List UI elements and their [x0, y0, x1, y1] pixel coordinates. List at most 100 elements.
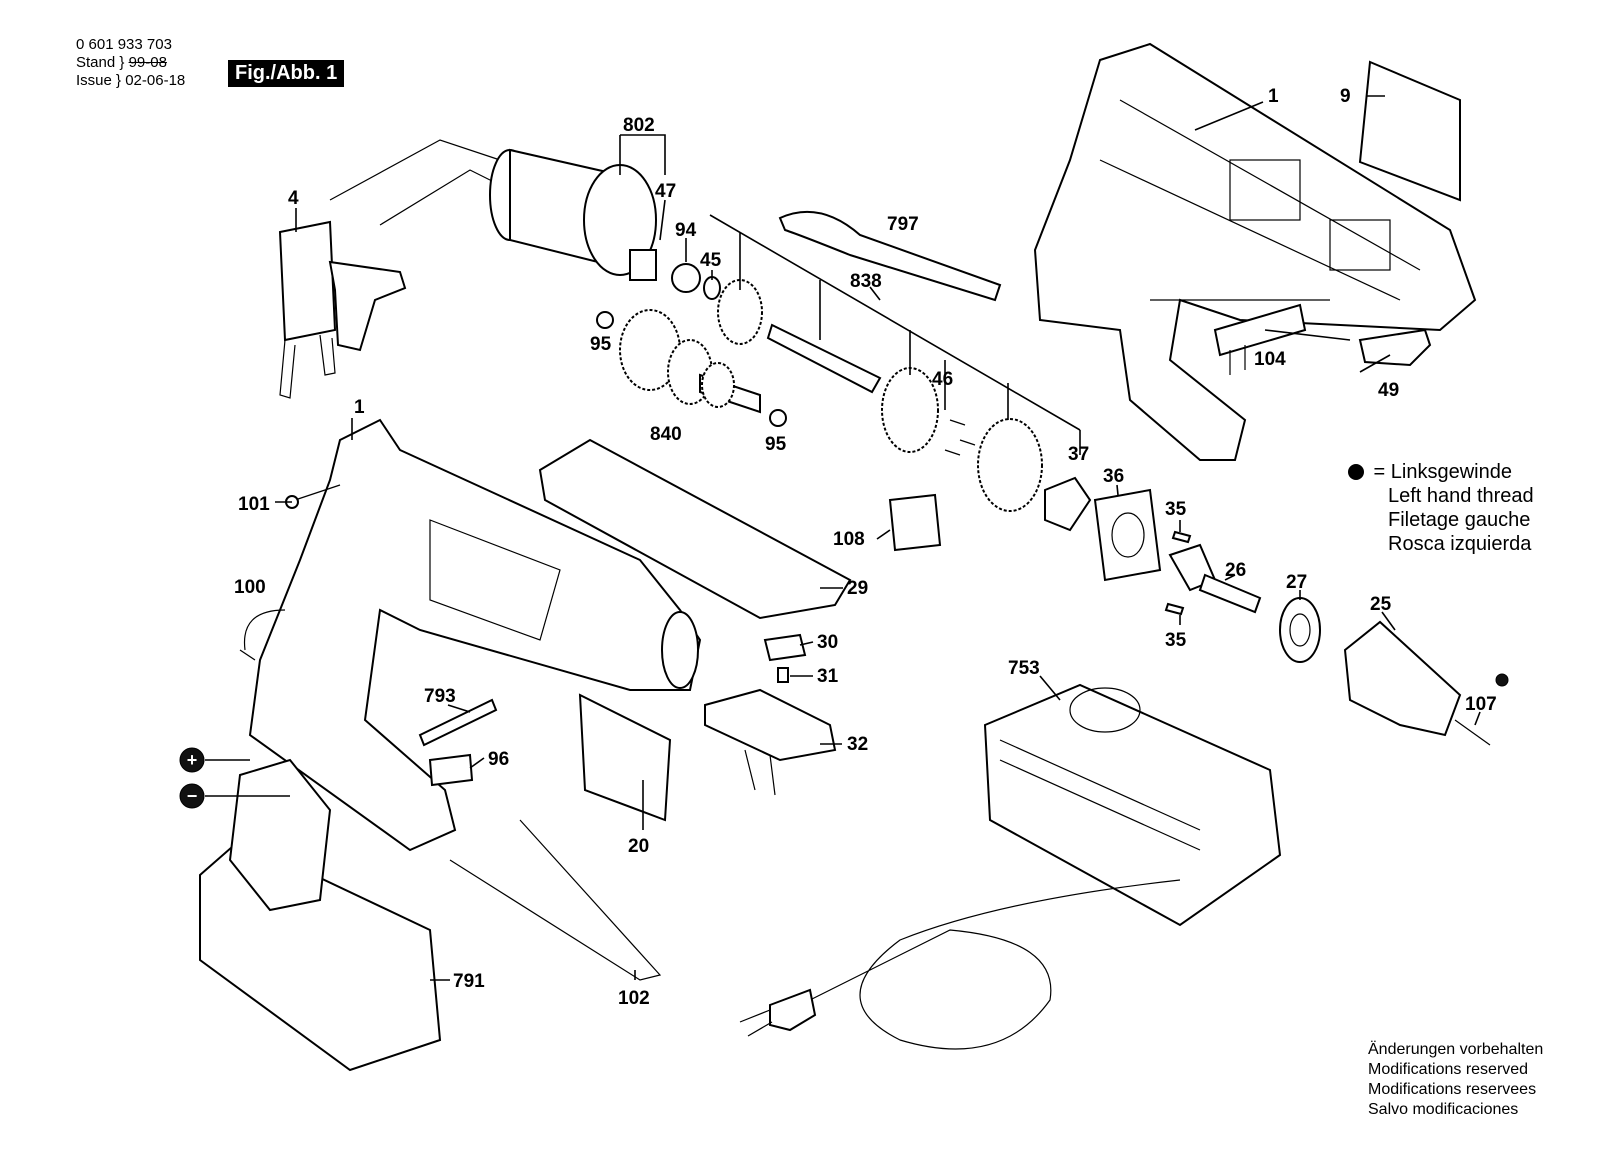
- legend-line-de: Linksgewinde: [1390, 461, 1512, 483]
- callout-49: 49: [1378, 380, 1399, 401]
- callout-753: 753: [1008, 658, 1040, 679]
- callout-95-b: 95: [765, 434, 787, 455]
- callout-101: 101: [238, 494, 270, 515]
- callout-95-a: 95: [590, 334, 612, 355]
- note-de: Änderungen vorbehalten: [1368, 1041, 1544, 1058]
- callout-108: 108: [833, 529, 865, 550]
- power-cord: [809, 879, 1181, 1050]
- callout-840: 840: [650, 424, 682, 445]
- callout-1-top: 1: [1268, 86, 1279, 107]
- callout-9: 9: [1340, 86, 1351, 107]
- header-block: 0 601 933 703 Stand } 99-08 Issue } 02-0…: [76, 36, 185, 90]
- callout-36: 36: [1103, 466, 1124, 487]
- stand-label: Stand: [76, 54, 116, 71]
- bearing-27: [1279, 597, 1321, 663]
- drive-37: [1044, 476, 1092, 532]
- gear-46-a: [881, 367, 939, 453]
- ball-95-b: [769, 409, 787, 427]
- polarity-plus-icon: +: [179, 747, 205, 773]
- stand-row: Stand } 99-08: [76, 54, 167, 71]
- label-20: [578, 693, 672, 822]
- gear-840-shaft: [699, 362, 761, 414]
- screw-107: [1454, 673, 1509, 746]
- callout-26: 26: [1225, 560, 1246, 581]
- minus-sign: −: [187, 786, 198, 806]
- latch-96: [428, 753, 474, 787]
- contact-30: [763, 633, 807, 662]
- charger-753: [983, 683, 1282, 927]
- motor-802: [329, 139, 657, 281]
- bushing-94: [671, 263, 701, 293]
- pins-46: [944, 419, 976, 456]
- callout-102: 102: [618, 988, 650, 1009]
- spindle-838: [766, 323, 882, 394]
- pin-35-b: [1164, 602, 1185, 616]
- housing-half-left: [248, 418, 702, 852]
- legend-line-en: Left hand thread: [1388, 485, 1534, 507]
- spring-100: [239, 609, 286, 661]
- battery-cover-29: [538, 438, 852, 620]
- callout-1-left: 1: [354, 397, 365, 418]
- callout-838: 838: [850, 271, 882, 292]
- callout-791: 791: [453, 971, 485, 992]
- callout-35-a: 35: [1165, 499, 1187, 520]
- switch-plate-104: [1213, 303, 1307, 375]
- legend-equals: =: [1368, 461, 1391, 483]
- callout-802: 802: [623, 115, 655, 136]
- callout-47: 47: [655, 181, 676, 202]
- part-number: 0 601 933 703: [76, 36, 172, 53]
- wire-clip-102: [449, 819, 662, 981]
- modification-notes: Änderungen vorbehalten Modifications res…: [1368, 1040, 1543, 1120]
- stand-value: 99-08: [128, 54, 167, 71]
- callout-25: 25: [1370, 594, 1392, 615]
- callout-797: 797: [887, 214, 919, 235]
- gear-46-b: [977, 418, 1043, 512]
- note-fr: Modifications reservees: [1368, 1081, 1537, 1098]
- hand-strap-797: [778, 210, 1002, 302]
- callout-27: 27: [1286, 572, 1307, 593]
- housing-half-right: [1033, 42, 1477, 461]
- note-es: Salvo modificaciones: [1368, 1101, 1519, 1118]
- washer-45: [703, 276, 721, 300]
- issue-label: Issue: [76, 72, 112, 89]
- callout-4: 4: [288, 188, 299, 209]
- callout-793: 793: [424, 686, 456, 707]
- callout-107: 107: [1465, 694, 1497, 715]
- spindle-26: [1168, 543, 1262, 614]
- callout-100: 100: [234, 577, 266, 598]
- callout-96: 96: [488, 749, 509, 770]
- callouts: 1 9 802 47 4 94 45 797 838 95 95 840 46 …: [234, 86, 1497, 1009]
- battery-contact-32: [704, 688, 837, 796]
- callout-20: 20: [628, 836, 649, 857]
- leader-lines: [275, 95, 1481, 981]
- figure-label: Fig./Abb. 1: [228, 60, 345, 87]
- ball-95-a: [596, 311, 614, 329]
- callout-37: 37: [1068, 444, 1089, 465]
- callout-35-b: 35: [1165, 630, 1187, 651]
- callout-104: 104: [1254, 349, 1286, 370]
- switch-4: [278, 220, 407, 399]
- callout-32: 32: [847, 734, 868, 755]
- callout-29: 29: [847, 578, 868, 599]
- note-en: Modifications reserved: [1368, 1061, 1529, 1078]
- label-sticker-9: [1358, 60, 1461, 202]
- callout-46: 46: [932, 369, 953, 390]
- issue-value: 02-06-18: [125, 72, 186, 89]
- legend-line-fr: Filetage gauche: [1388, 509, 1531, 531]
- plus-sign: +: [187, 750, 198, 770]
- pin-35-a: [1171, 530, 1192, 544]
- legend-line-es: Rosca izquierda: [1388, 533, 1532, 555]
- plug: [739, 988, 817, 1037]
- issue-row: Issue } 02-06-18: [76, 72, 186, 89]
- legend-row-1: = Linksgewinde: [1348, 460, 1534, 484]
- callout-31: 31: [817, 666, 839, 687]
- clip-49: [1358, 328, 1432, 367]
- chuck-25: [1343, 620, 1462, 737]
- bullet-icon: [1348, 464, 1364, 480]
- callout-45: 45: [700, 250, 722, 271]
- callout-94: 94: [675, 220, 697, 241]
- filter-108: [888, 493, 942, 552]
- callout-30: 30: [817, 632, 838, 653]
- polarity-minus-icon: −: [179, 783, 205, 809]
